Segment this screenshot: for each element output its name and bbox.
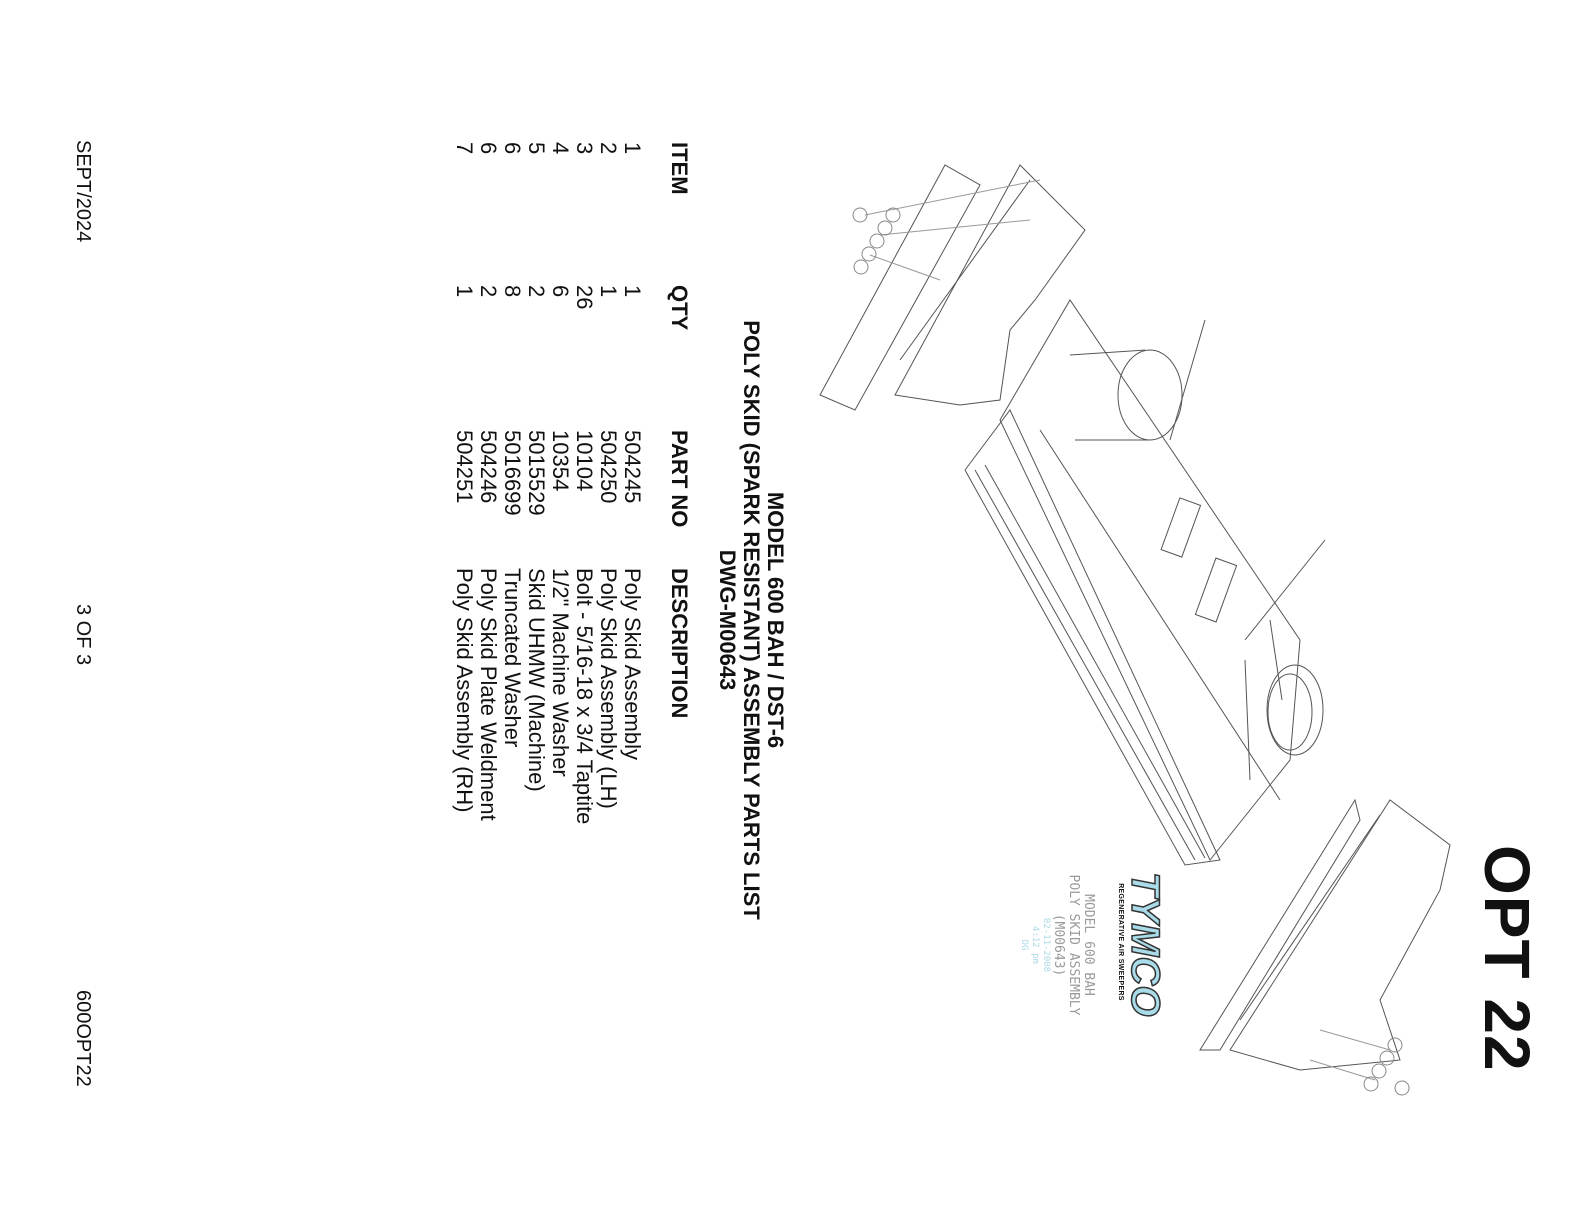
tymco-logo: TYMCO REGENERATIVE AIR SWEEPERS — [1106, 871, 1168, 1017]
description-column: Poly Skid Assembly Poly Skid Assembly (L… — [452, 568, 645, 825]
item-cell: 6 — [500, 142, 525, 155]
caption-drawing-number: (M00643) — [1051, 913, 1066, 977]
qty-cell: 1 — [620, 285, 645, 298]
part-no-cell: 504251 — [452, 430, 477, 504]
description-cell: Poly Skid Assembly (RH) — [452, 568, 477, 813]
stamp-date: 02-11-2008 — [1041, 917, 1051, 973]
page-code: OPT 22 — [1471, 845, 1543, 1072]
col-header-description: DESCRIPTION — [667, 568, 692, 719]
description-cell: Truncated Washer — [500, 568, 525, 748]
left-skid-plate — [819, 164, 1086, 411]
qty-cell: 26 — [572, 285, 597, 310]
part-no-cell: 10354 — [548, 430, 573, 492]
item-cell: 4 — [548, 142, 573, 155]
col-header-qty: QTY — [667, 285, 692, 331]
item-cell: 7 — [452, 142, 477, 155]
item-cell: 1 — [620, 142, 645, 155]
description-cell: Poly Skid Assembly — [620, 568, 645, 760]
qty-cell: 6 — [548, 285, 573, 298]
stamp-initials: DG — [1019, 939, 1029, 951]
description-cell: 1/2" Machine Washer — [548, 568, 573, 777]
part-no-cell: 5016699 — [500, 430, 525, 516]
title-model: MODEL 600 BAH / DST-6 — [763, 491, 788, 749]
part-no-cell: 10104 — [572, 430, 597, 492]
title-assembly: POLY SKID (SPARK RESISTANT) ASSEMBLY PAR… — [739, 320, 764, 920]
item-cell: 3 — [572, 142, 597, 155]
item-cell: 5 — [524, 142, 549, 155]
hydraulic-rods — [1160, 319, 1326, 781]
qty-cell: 1 — [596, 285, 621, 298]
main-hood-body — [964, 299, 1301, 866]
item-cell: 6 — [476, 142, 501, 155]
part-no-cell: 5015529 — [524, 430, 549, 516]
footer-page: 3 OF 3 — [72, 604, 94, 666]
footer-date: SEPT/2024 — [72, 140, 94, 243]
footer-doc-code: 600OPT22 — [72, 990, 94, 1087]
stamp-time: 4:12 pm — [1030, 926, 1040, 964]
description-cell: Bolt - 5/16-18 x 3/4 Taptite — [572, 568, 597, 825]
qty-cell: 1 — [452, 285, 477, 298]
col-header-part-no: PART NO — [667, 430, 692, 528]
right-skid-plate — [1199, 798, 1451, 1071]
item-cell: 2 — [596, 142, 621, 155]
caption-assembly: POLY SKID ASSEMBLY — [1066, 874, 1081, 1016]
title-drawing-number: DWG-M00643 — [715, 549, 740, 691]
qty-cell: 2 — [524, 285, 549, 298]
drawing-caption: MODEL 600 BAH POLY SKID ASSEMBLY (M00643… — [1018, 850, 1096, 1040]
part-no-cell: 504246 — [476, 430, 501, 504]
inlet-cylinder — [1069, 349, 1183, 441]
callout-leaders — [864, 179, 1391, 1081]
description-cell: Poly Skid Assembly (LH) — [596, 568, 621, 809]
part-no-cell: 504245 — [620, 430, 645, 504]
logo-brand: TYMCO — [1122, 871, 1168, 1017]
callout-bubbles — [852, 207, 1410, 1096]
caption-model: MODEL 600 BAH — [1081, 894, 1096, 996]
item-column: 1 2 3 4 5 6 6 7 — [452, 142, 645, 155]
outlet-cylinder — [1266, 664, 1324, 756]
qty-column: 1 1 26 6 2 8 2 1 — [452, 285, 645, 310]
description-cell: Poly Skid Plate Weldment — [476, 568, 501, 821]
logo-tagline: REGENERATIVE AIR SWEEPERS — [1117, 883, 1124, 1001]
col-header-item: ITEM — [667, 142, 692, 195]
part-no-column: 504245 504250 10104 10354 5015529 501669… — [452, 430, 645, 516]
description-cell: Skid UHMW (Machine) — [524, 568, 549, 792]
part-no-cell: 504250 — [596, 430, 621, 504]
qty-cell: 8 — [500, 285, 525, 298]
qty-cell: 2 — [476, 285, 501, 298]
